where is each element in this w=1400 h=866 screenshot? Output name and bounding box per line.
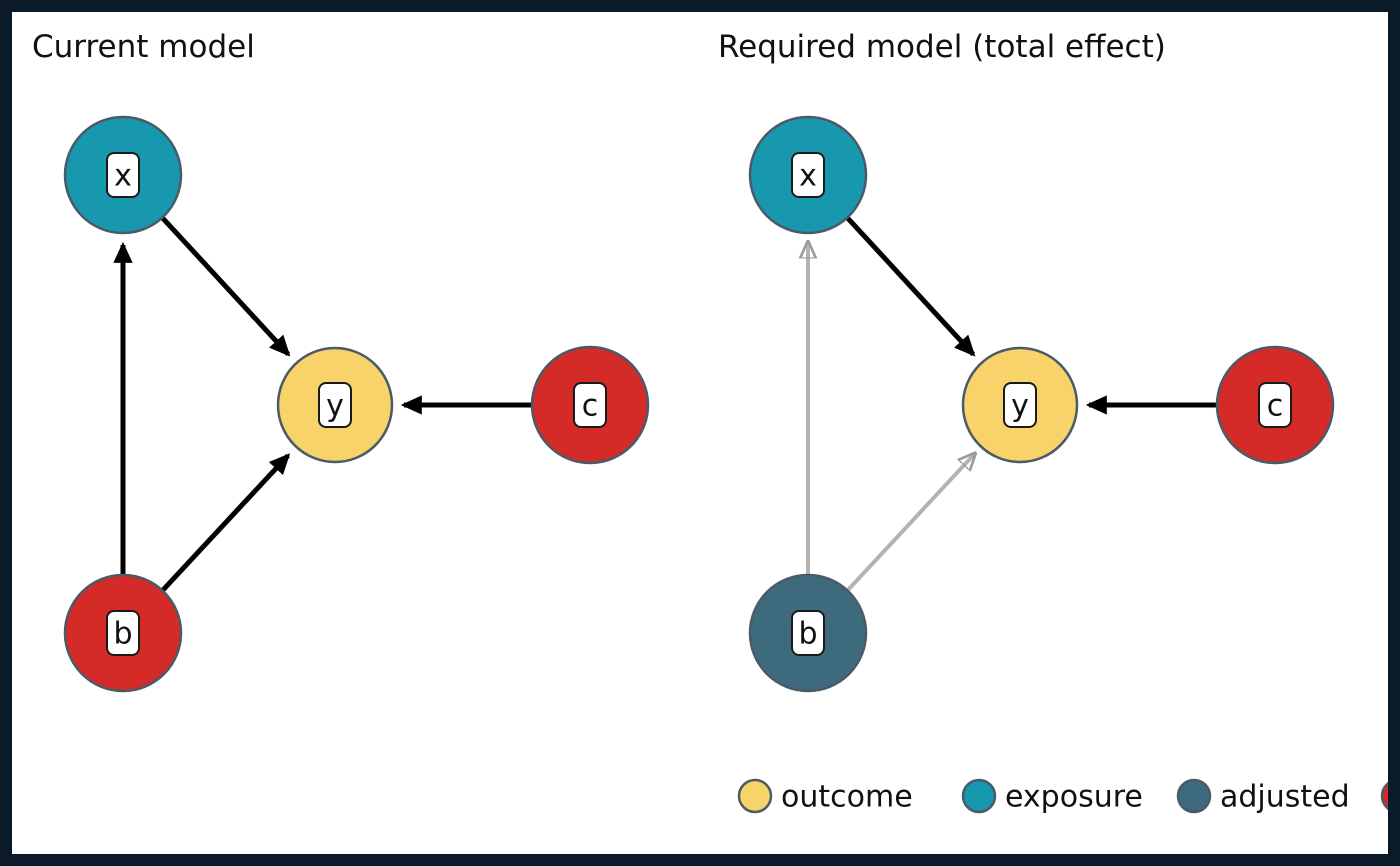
edges-layer xyxy=(113,216,1216,592)
node-label-c: c xyxy=(1267,389,1284,424)
node-label-box-y xyxy=(1003,382,1037,428)
node-label-box-x xyxy=(791,152,825,198)
node-label-b: b xyxy=(798,617,817,652)
figure-canvas: Current model Required model (total effe… xyxy=(12,12,1388,854)
node-required-c[interactable]: c xyxy=(1215,345,1335,465)
node-current-b[interactable]: b xyxy=(63,573,183,693)
edge-current-b-to-y xyxy=(161,453,291,592)
legend-label-exposure: exposure xyxy=(1005,780,1143,815)
panel-title-current: Current model xyxy=(32,29,255,65)
legend-swatch-other-icon xyxy=(1380,781,1388,811)
node-label-y: y xyxy=(326,389,344,424)
node-label-c: c xyxy=(582,389,599,424)
edge-required-x-to-y xyxy=(846,216,976,357)
dag-graph: x y c b x y c b outcome exposure adjusted xyxy=(63,115,1388,815)
node-label-x: x xyxy=(114,159,132,194)
legend-item-other[interactable] xyxy=(1380,780,1388,812)
nodes-layer: x y c b x y c b xyxy=(63,115,1335,693)
legend-label-outcome: outcome xyxy=(781,780,913,815)
node-label-box-y xyxy=(318,382,352,428)
node-label-box-c xyxy=(573,382,607,428)
node-label-b: b xyxy=(113,617,132,652)
edge-current-x-to-y xyxy=(161,216,291,357)
node-label-x: x xyxy=(799,159,817,194)
node-label-box-c xyxy=(1258,382,1292,428)
legend-swatch-outcome-icon xyxy=(737,778,773,814)
node-label-y: y xyxy=(1011,389,1029,424)
legend-item-outcome[interactable]: outcome xyxy=(737,778,913,815)
legend-label-adjusted: adjusted xyxy=(1220,780,1350,815)
legend-item-adjusted[interactable]: adjusted xyxy=(1176,778,1350,815)
edge-required-b-to-y xyxy=(846,454,974,592)
node-label-box-x xyxy=(106,152,140,198)
node-current-c[interactable]: c xyxy=(530,345,650,465)
legend-layer: outcome exposure adjusted xyxy=(737,778,1388,815)
legend-item-exposure[interactable]: exposure xyxy=(961,778,1143,815)
node-current-x[interactable]: x xyxy=(63,115,183,235)
panel-title-required: Required model (total effect) xyxy=(718,29,1166,65)
node-label-box-b xyxy=(106,610,140,656)
node-required-b[interactable]: b xyxy=(748,573,868,693)
legend-swatch-exposure-icon xyxy=(961,778,997,814)
legend-swatch-adjusted-icon xyxy=(1176,778,1212,814)
node-required-y[interactable]: y xyxy=(961,346,1079,464)
node-current-y[interactable]: y xyxy=(276,346,394,464)
node-required-x[interactable]: x xyxy=(748,115,868,235)
node-label-box-b xyxy=(791,610,825,656)
